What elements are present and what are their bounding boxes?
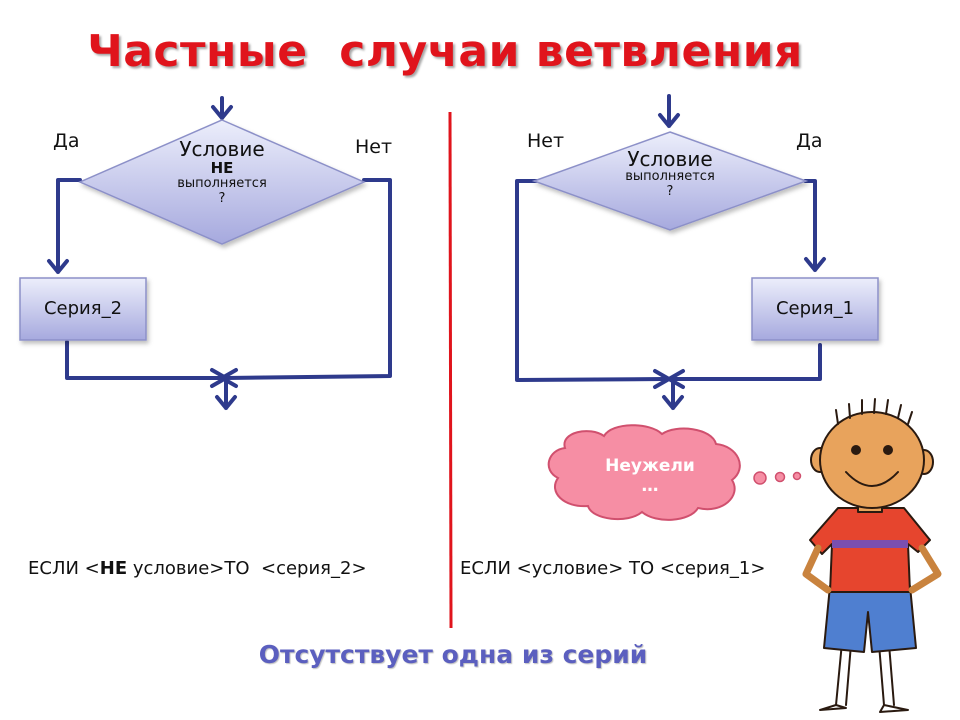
boy-cartoon-figure xyxy=(802,398,942,713)
right-exit-arrow xyxy=(662,379,684,410)
boy-head xyxy=(819,411,925,509)
left-condition-text: Условие НЕ выполняется ? xyxy=(152,138,292,206)
right-merge-arrowheads xyxy=(653,369,685,389)
left-code-part3: условие>ТО <серия_2> xyxy=(127,558,367,579)
boy-right-arm xyxy=(908,544,942,594)
left-condition-diamond xyxy=(78,119,366,245)
boy-left-arm xyxy=(802,544,832,594)
bubble-dot-3 xyxy=(792,471,802,481)
bubble-line1: Неужели xyxy=(605,456,695,476)
boy-legs xyxy=(835,631,895,706)
left-cond-line3: выполняется xyxy=(177,176,267,192)
right-code-line: ЕСЛИ <условие> ТО <серия_1> xyxy=(460,558,766,579)
bubble-text: Неужели … xyxy=(570,456,730,497)
right-condition-diamond xyxy=(531,131,809,231)
left-flowchart xyxy=(47,96,392,410)
left-exit-arrow xyxy=(215,378,237,410)
left-box-out-line xyxy=(65,340,224,380)
bubble-cloud xyxy=(547,424,741,521)
left-cond-line2: НЕ xyxy=(210,159,234,178)
right-cond-line2: выполняется xyxy=(625,169,715,185)
right-cond-line1: Условие xyxy=(627,147,713,171)
left-yes-line xyxy=(47,178,82,274)
boy-feet xyxy=(819,704,909,713)
left-box-label: Серия_2 xyxy=(43,298,123,319)
boy-shorts xyxy=(823,585,917,653)
right-condition-text: Условие выполняется ? xyxy=(600,148,740,199)
left-no-label: Нет xyxy=(355,136,393,158)
thought-bubble xyxy=(547,424,802,521)
right-box-out-line xyxy=(671,343,822,381)
bubble-dot-2 xyxy=(774,471,786,483)
left-code-line: ЕСЛИ <НЕ условие>ТО <серия_2> xyxy=(28,558,367,579)
left-yes-label: Да xyxy=(53,130,80,152)
bubble-dot-1 xyxy=(753,471,767,485)
left-code-not: НЕ xyxy=(99,558,128,579)
left-code-part1: ЕСЛИ < xyxy=(28,558,100,579)
right-no-label: Нет xyxy=(527,130,565,152)
right-yes-line xyxy=(803,179,826,272)
boy-left-eye xyxy=(851,445,861,455)
page-title: Частные случаи ветвления xyxy=(87,26,803,77)
right-no-line xyxy=(515,179,667,382)
right-cond-line3: ? xyxy=(666,183,674,199)
boy-smile xyxy=(845,471,899,487)
right-series-box xyxy=(751,277,879,341)
left-series-box xyxy=(19,277,147,341)
right-box-label: Серия_1 xyxy=(775,298,855,319)
left-cond-line4: ? xyxy=(218,190,226,206)
right-entry-arrow xyxy=(658,94,680,128)
right-flowchart xyxy=(515,94,826,410)
footer-caption: Отсутствует одна из серий xyxy=(258,640,648,669)
boy-shirt-stripe xyxy=(832,540,908,548)
boy-right-eye xyxy=(883,445,893,455)
left-cond-line1: Условие xyxy=(179,137,265,161)
boy-hair xyxy=(835,398,913,425)
left-entry-arrow xyxy=(211,96,233,120)
right-yes-label: Да xyxy=(796,130,823,152)
boy-shirt xyxy=(809,507,931,593)
left-no-line xyxy=(224,178,392,380)
bubble-line2: … xyxy=(641,476,659,497)
center-divider xyxy=(448,111,453,629)
